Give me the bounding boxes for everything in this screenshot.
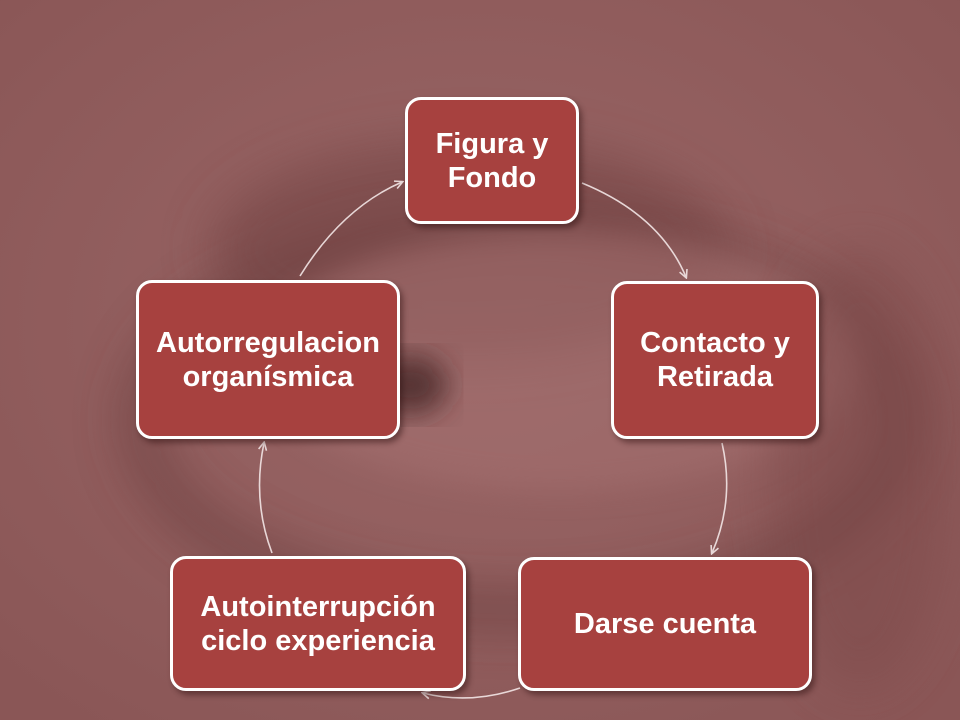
node-label: Figura y Fondo <box>435 127 549 194</box>
node-autointerrupcion: Autointerrupción ciclo experiencia <box>170 556 466 691</box>
arrow-autointerrupcion-to-autorregulacion <box>260 443 273 554</box>
arrow-contacto-to-darse <box>712 442 728 553</box>
node-contacto-y-retirada: Contacto y Retirada <box>611 281 819 439</box>
arrow-darse-to-autointerrupcion <box>423 687 521 698</box>
node-autorregulacion: Autorregulacion organísmica <box>136 280 400 439</box>
node-label: Autointerrupción ciclo experiencia <box>200 590 436 657</box>
node-label: Contacto y Retirada <box>640 327 790 393</box>
node-figura-y-fondo: Figura y Fondo <box>405 97 579 224</box>
node-label: Autorregulacion organísmica <box>156 326 380 393</box>
arrow-figura-to-contacto <box>581 182 686 277</box>
node-label: Darse cuenta <box>573 608 757 640</box>
arrow-autorregulacion-to-figura <box>299 182 402 277</box>
node-darse-cuenta: Darse cuenta <box>518 557 812 691</box>
